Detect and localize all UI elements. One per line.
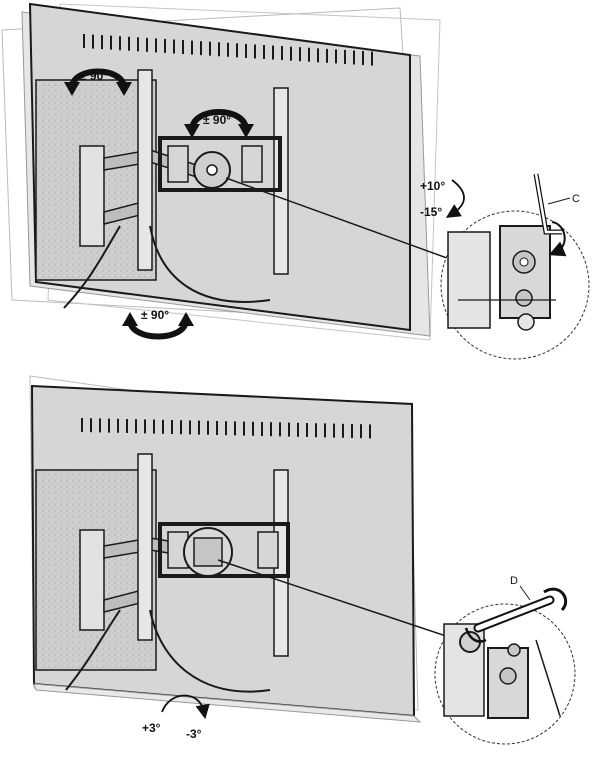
wall-plate bbox=[79, 145, 105, 247]
tv-vents-2 bbox=[81, 418, 371, 439]
level-minus-label: -3° bbox=[186, 727, 202, 741]
detail-view-bolt bbox=[434, 603, 576, 745]
cable-2 bbox=[65, 609, 271, 693]
wrench-icon: D bbox=[464, 575, 568, 643]
level-arrow-icon bbox=[161, 694, 210, 720]
detail-leader bbox=[225, 177, 459, 263]
figure-2-level-adjust: +3° -3° D bbox=[29, 375, 576, 745]
tool-label-d: D bbox=[510, 575, 518, 587]
pivot-bolt bbox=[206, 164, 218, 176]
screen-shadow-2 bbox=[33, 683, 422, 723]
tv-vents bbox=[83, 34, 373, 66]
swivel-label-bottom: ± 90° bbox=[141, 308, 169, 322]
bracket-window-4 bbox=[257, 531, 279, 569]
mounting-bracket-2 bbox=[158, 522, 290, 578]
vertical-rail-left bbox=[137, 69, 153, 271]
wall-plate-2 bbox=[79, 529, 105, 631]
rotate-arrows-icon-top-left: ± 90° bbox=[64, 68, 132, 96]
mounting-bracket bbox=[158, 136, 282, 192]
swivel-label-top-left: ± 90° bbox=[80, 69, 108, 83]
rotate-arrows-icon-top-center: ± 90° bbox=[184, 109, 254, 138]
hex-key-icon: C bbox=[533, 173, 580, 257]
cable bbox=[63, 225, 271, 309]
rotate-arrows-icon-bottom: ± 90° bbox=[122, 308, 194, 340]
detail-leader-2 bbox=[217, 559, 453, 639]
pivot-plate-2 bbox=[193, 537, 223, 567]
figure-1-swivel-tilt: ± 90° ± 90° ± 90° +10° -15° bbox=[1, 2, 590, 360]
swivel-label-top-center: ± 90° bbox=[203, 113, 231, 127]
bracket-window-1 bbox=[167, 145, 189, 183]
tool-label-c: C bbox=[572, 193, 580, 205]
tilt-down-label: -15° bbox=[420, 205, 442, 219]
vertical-rail-left-2 bbox=[137, 453, 153, 641]
tilt-up-label: +10° bbox=[420, 179, 445, 193]
bracket-window-2 bbox=[241, 145, 263, 183]
tilt-arrow-icon bbox=[445, 179, 465, 218]
level-plus-label: +3° bbox=[142, 721, 161, 735]
detail-view-tilt-knob bbox=[440, 210, 590, 360]
